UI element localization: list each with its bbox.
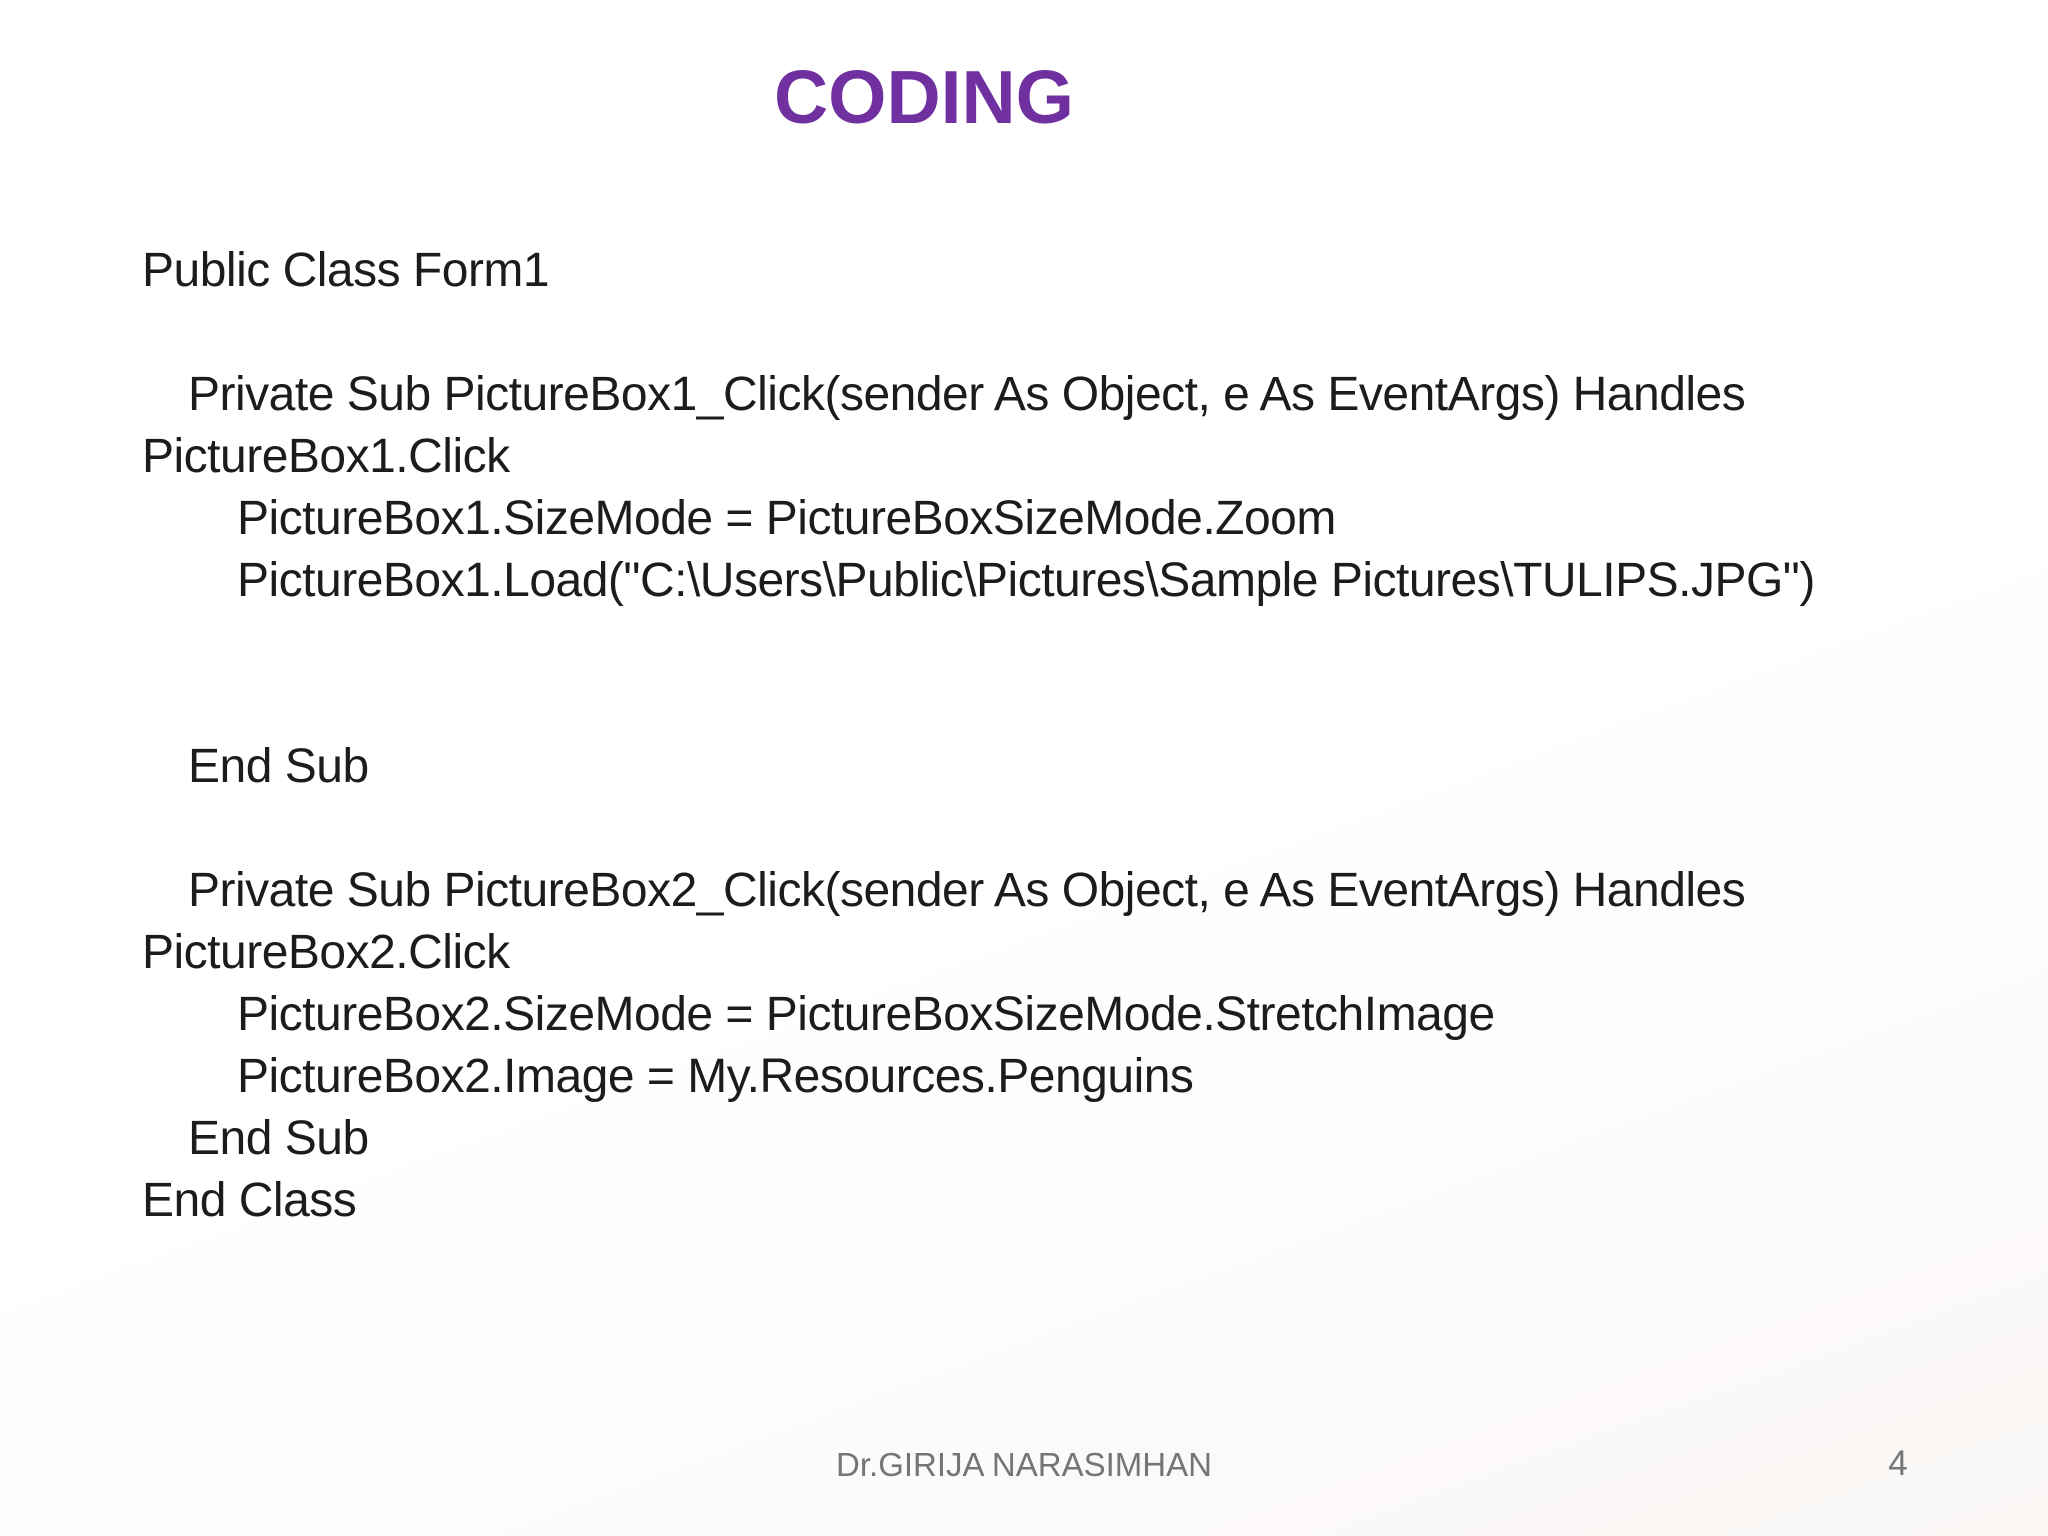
- slide-title: CODING: [774, 55, 1074, 139]
- code-line: PictureBox2.SizeMode = PictureBoxSizeMod…: [237, 988, 1495, 1041]
- code-line: PictureBox2.Click: [142, 926, 510, 979]
- code-line: PictureBox1.Click: [142, 430, 510, 483]
- code-line: PictureBox1.SizeMode = PictureBoxSizeMod…: [237, 492, 1336, 545]
- code-line: Public Class Form1: [142, 244, 550, 297]
- code-line: Private Sub PictureBox1_Click(sender As …: [188, 368, 1746, 421]
- code-line: End Sub: [188, 740, 369, 793]
- code-line: Private Sub PictureBox2_Click(sender As …: [188, 864, 1746, 917]
- code-line: PictureBox1.Load("C:\Users\Public\Pictur…: [237, 554, 1815, 607]
- code-line: [142, 612, 1988, 674]
- code-line: End Class: [142, 1174, 357, 1227]
- code-line: PictureBox2.Image = My.Resources.Penguin…: [237, 1050, 1194, 1103]
- code-line: [142, 302, 1988, 364]
- page-number: 4: [1888, 1444, 1908, 1483]
- code-line: End Sub: [188, 1112, 369, 1165]
- footer-author: Dr.GIRIJA NARASIMHAN: [836, 1446, 1212, 1483]
- code-line: [142, 674, 1988, 736]
- code-line: [142, 798, 1988, 860]
